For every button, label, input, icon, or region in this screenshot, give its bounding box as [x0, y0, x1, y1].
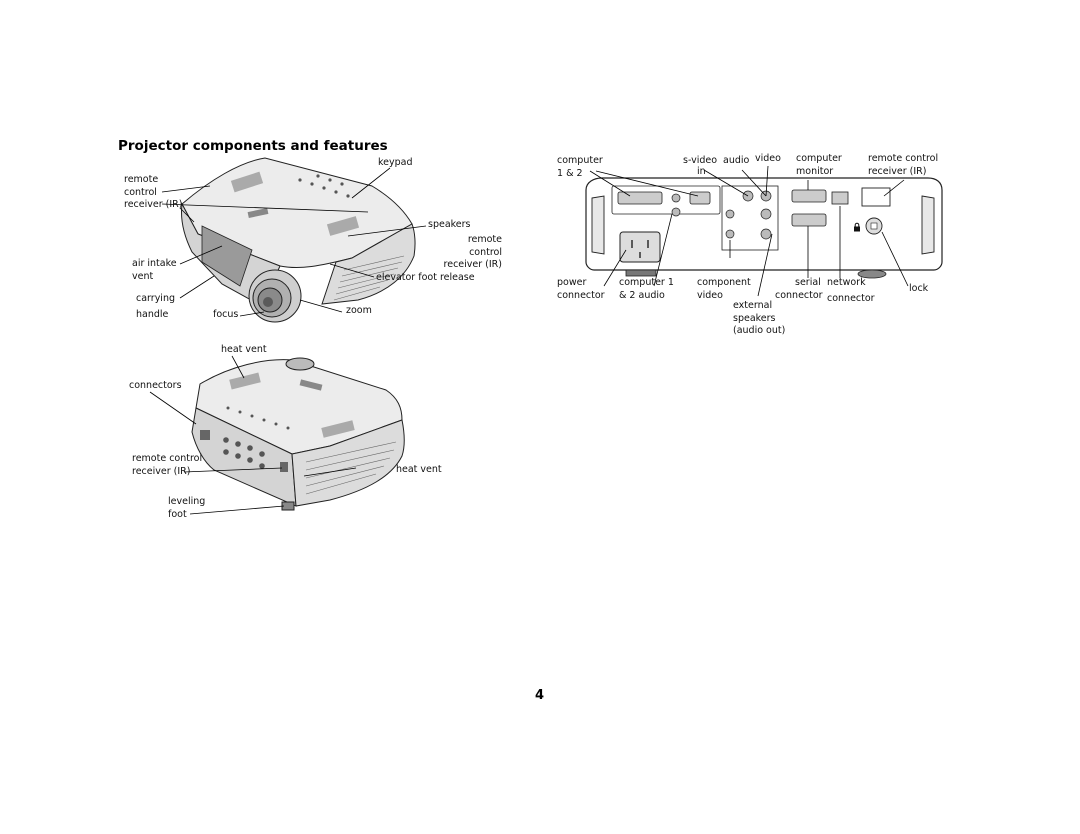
projector-rear-view: [191, 357, 405, 511]
video-label: video: [755, 153, 781, 164]
leader-lines: [149, 165, 909, 515]
carrying-handle-label: carrying handle: [136, 293, 176, 320]
zoom-label: zoom: [346, 305, 372, 316]
heat-vent-top-label: heat vent: [221, 344, 267, 355]
component-video-label: component video: [697, 277, 751, 301]
remote-control-receiver-panel-label: remote control receiver (IR): [868, 153, 939, 177]
remote-control-receiver-label: remote control receiver (IR): [124, 174, 183, 210]
projector-top-view: [181, 157, 416, 323]
air-intake-vent-label: air intake vent: [132, 258, 177, 282]
computer-1-2-audio-label: computer 1 & 2 audio: [619, 277, 674, 301]
connectors-label: connectors: [129, 380, 182, 391]
power-connector-label: power connector: [557, 277, 605, 301]
elevator-foot-release-label: elevator foot release: [376, 272, 475, 283]
focus-label: focus: [213, 309, 239, 320]
external-speakers-label: external speakers (audio out): [733, 300, 786, 336]
heat-vent-side-label: heat vent: [396, 464, 442, 475]
speakers-label: speakers: [428, 219, 471, 230]
computer-1-2-label: computer 1 & 2: [557, 155, 603, 179]
keypad-label: keypad: [378, 157, 413, 168]
remote-control-receiver-rear-label: remote control receiver (IR): [132, 453, 203, 477]
leveling-foot-label: leveling foot: [168, 496, 206, 520]
audio-label: audio: [723, 155, 750, 166]
s-video-in-label: s-video in: [683, 155, 718, 177]
computer-monitor-label: computer monitor: [796, 153, 842, 177]
lock-label: lock: [909, 283, 929, 294]
connector-panel: [585, 177, 943, 279]
lock-icon: [854, 222, 860, 232]
page-number: 4: [535, 688, 545, 703]
network-connector-label: network connector: [827, 277, 875, 304]
remote-control-receiver-right-label: remote control receiver (IR): [443, 234, 502, 270]
serial-connector-label: serial connector: [775, 277, 823, 301]
page-title: Projector components and features: [118, 138, 388, 154]
